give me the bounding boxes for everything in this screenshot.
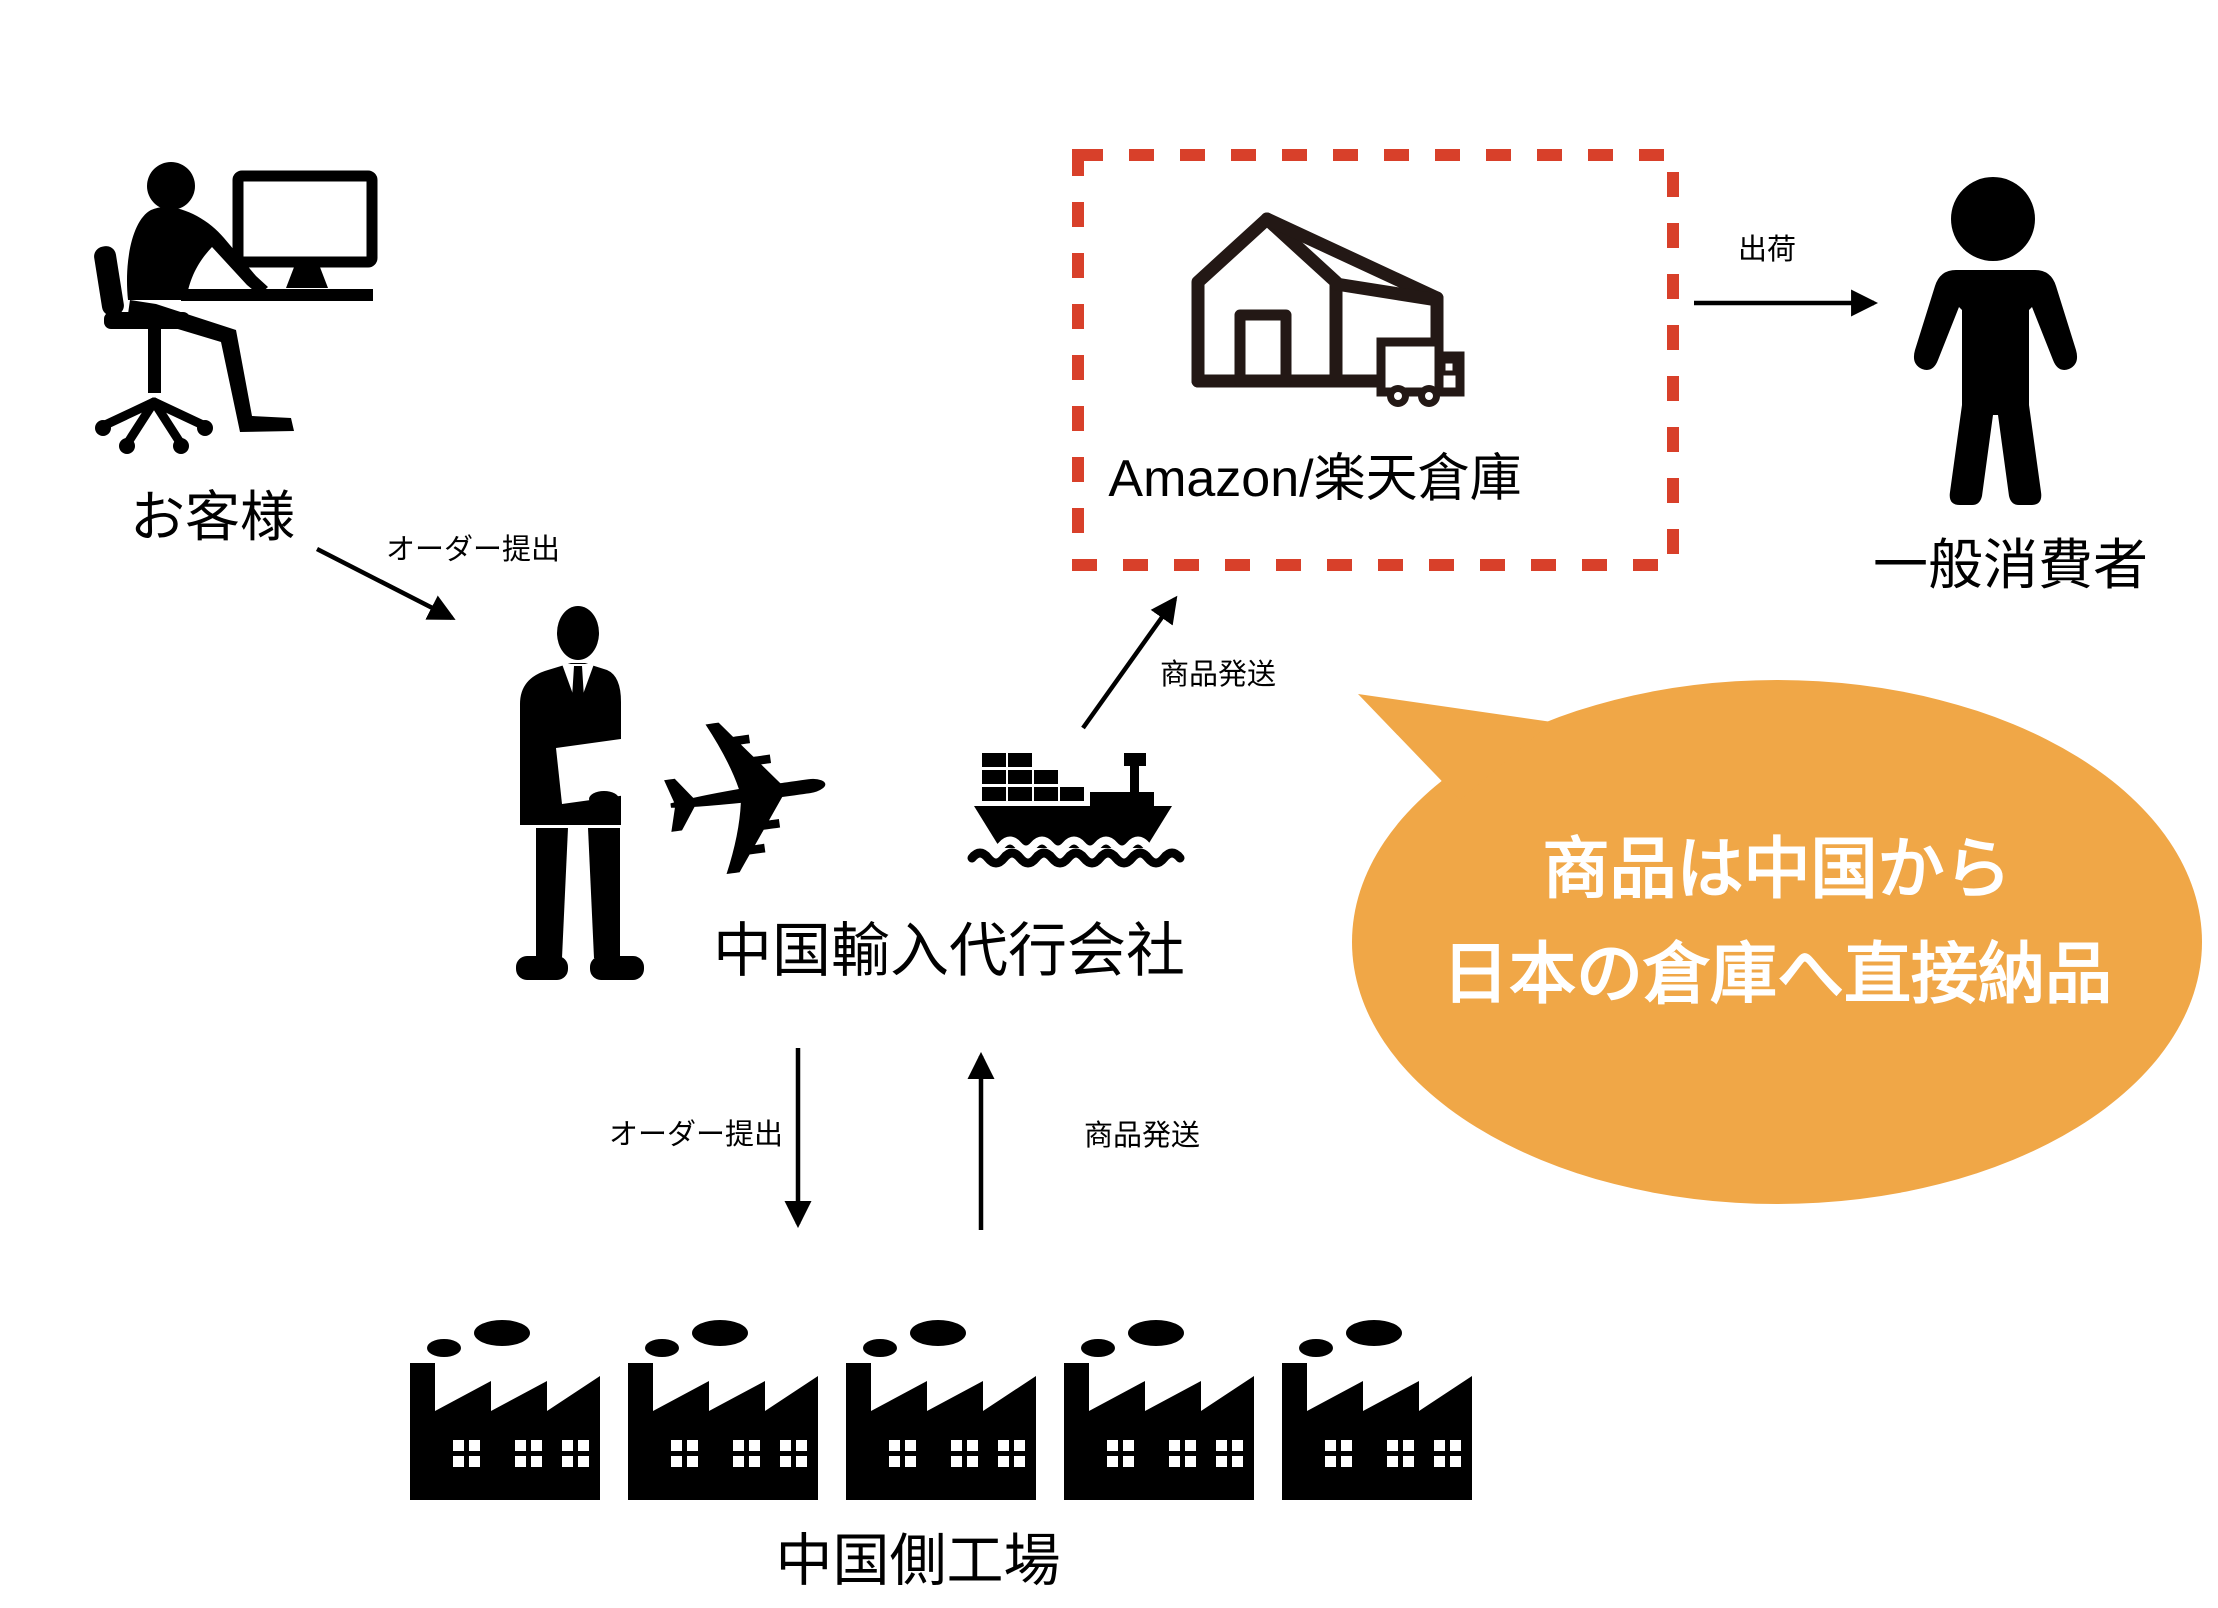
airplane-icon: ✈ [638,660,856,939]
agency-label: 中国輸入代行会社 [712,918,1186,984]
callout-bubble [1352,680,2202,1204]
factory-row-icons [410,1320,1472,1500]
callout-text-line2: 日本の倉庫へ直接納品 [1442,937,2112,1012]
factories-label: 中国側工場 [775,1529,1061,1593]
flow-label-order-bottom: オーダー提出 [608,1119,784,1151]
warehouse-highlight-box [1072,149,1679,571]
warehouse-label: Amazon/楽天倉庫 [1108,450,1522,508]
flow-label-ship-to-warehouse: 商品発送 [1159,659,1277,691]
flow-label-ship-from-factory: 商品発送 [1083,1120,1201,1152]
arrow-customer-to-agency [315,546,456,621]
flow-label-order-top: オーダー提出 [385,534,561,566]
consumer-person-icon [1913,177,2078,505]
callout-text-line1: 商品は中国から [1542,832,2012,907]
cargo-ship-icon [967,753,1185,868]
delivery-truck-icon [1376,337,1465,407]
flow-label-shipment: 出荷 [1737,234,1797,266]
arrow-agency-to-warehouse [1081,595,1178,730]
customer-label: お客様 [130,486,296,548]
consumer-label: 一般消費者 [1873,534,2149,596]
businessman-icon [516,606,644,980]
customer-at-desk-icon [94,162,378,454]
